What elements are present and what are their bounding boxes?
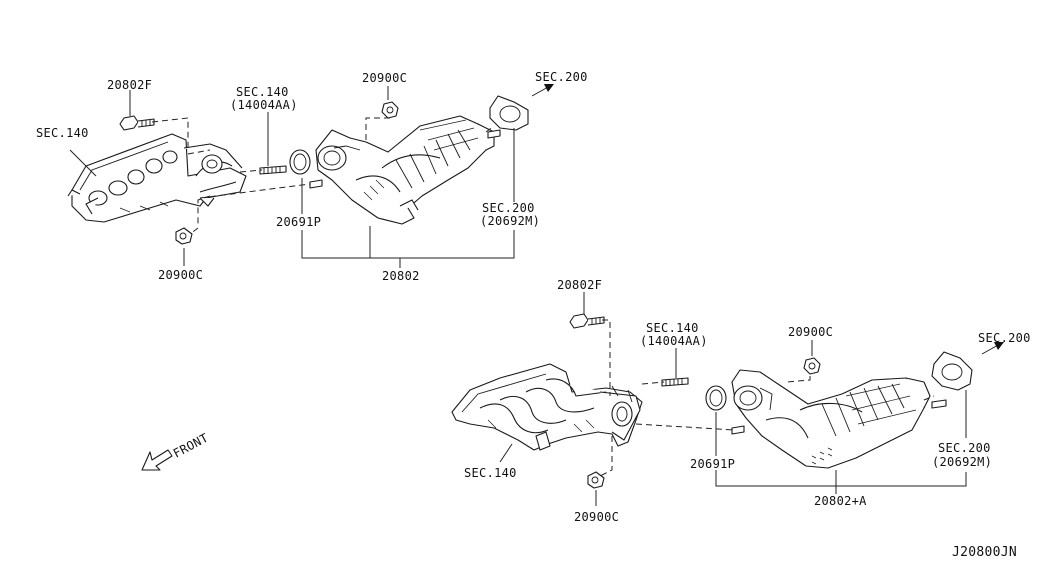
label-top-bolt: 20802F (107, 78, 152, 92)
bot-small-stud (731, 425, 745, 435)
top-sec200-arrowhead (544, 84, 554, 92)
label-bot-nut-lower: 20900C (574, 510, 619, 524)
bot-dash-outlet (923, 395, 935, 401)
bot-catalytic-converter (731, 369, 931, 469)
top-catalytic-converter (315, 115, 495, 225)
label-top-sec140-mid-code: (14004AA) (230, 98, 298, 112)
bot-dash-nut-upper (785, 376, 811, 383)
label-bot-sec140-mid-code: (14004AA) (640, 334, 708, 348)
top-bracket-20802 (301, 230, 515, 259)
label-bot-sec140-left: SEC.140 (464, 466, 517, 480)
label-bot-nut-upper: 20900C (788, 325, 833, 339)
top-stud (259, 165, 287, 175)
label-top-gasket: 20691P (276, 215, 321, 229)
bot-dash-bolt (602, 319, 611, 396)
bot-dash-low (635, 423, 735, 431)
bot-nut-lower (587, 471, 605, 489)
bot-nut-upper (803, 357, 821, 375)
top-dash-stud (239, 169, 263, 173)
top-nut-lower (175, 227, 193, 245)
top-dash-nut-lower-2 (189, 227, 199, 235)
label-top-sec200-arrow: SEC.200 (535, 70, 588, 84)
label-top-nut-upper: 20900C (362, 71, 407, 85)
top-dash-bolt-2 (187, 149, 211, 155)
bot-stud (661, 377, 689, 387)
label-bot-sec200-lower-code: (20692M) (932, 455, 992, 469)
label-bot-assembly: 20802+A (814, 494, 867, 508)
top-dash-bolt (151, 117, 189, 150)
front-arrow (141, 449, 173, 471)
top-small-stud (309, 179, 323, 189)
label-bot-sec140-mid: SEC.140 (646, 321, 699, 335)
top-stud-right (487, 129, 501, 139)
top-bolt-20802f (119, 115, 155, 131)
top-leader-sec140-left (69, 149, 97, 177)
top-assembly (67, 84, 554, 268)
top-dash-low (199, 183, 311, 199)
top-nut-upper (381, 101, 399, 119)
bot-dash-nut-lower (599, 436, 613, 477)
bot-stud-right (931, 399, 947, 409)
bot-exhaust-manifold (451, 363, 643, 451)
top-dash-outlet (485, 125, 495, 133)
label-bot-gasket: 20691P (690, 457, 735, 471)
bot-sec200-arrowhead (994, 342, 1004, 350)
label-bot-sec200-lower: SEC.200 (938, 441, 991, 455)
top-exhaust-manifold (67, 133, 247, 223)
label-bot-sec200-arrow: SEC.200 (978, 331, 1031, 345)
top-outlet-gasket (489, 95, 529, 131)
bot-gasket-20691p (705, 385, 727, 411)
label-diagram-code: J20800JN (952, 545, 1017, 560)
bot-bolt-20802f (569, 313, 605, 329)
label-bot-bolt: 20802F (557, 278, 602, 292)
front-arrow-icon (141, 449, 173, 471)
top-dash-nut-lower (197, 195, 211, 226)
bot-dash-stud (641, 381, 665, 385)
bottom-assembly (451, 292, 1004, 506)
bot-outlet-gasket (931, 351, 973, 391)
bot-leader-sec140-left (499, 443, 513, 463)
label-top-assembly: 20802 (382, 269, 420, 283)
label-front: FRONT (171, 431, 211, 461)
label-top-sec140-left: SEC.140 (36, 126, 89, 140)
top-dash-nut-upper (365, 117, 390, 142)
label-top-sec140-mid: SEC.140 (236, 85, 289, 99)
label-top-sec200-lower: SEC.200 (482, 201, 535, 215)
label-top-sec200-lower-code: (20692M) (480, 214, 540, 228)
top-gasket-20691p (289, 149, 311, 175)
label-top-nut-lower: 20900C (158, 268, 203, 282)
bot-bracket-20802a (715, 470, 967, 487)
